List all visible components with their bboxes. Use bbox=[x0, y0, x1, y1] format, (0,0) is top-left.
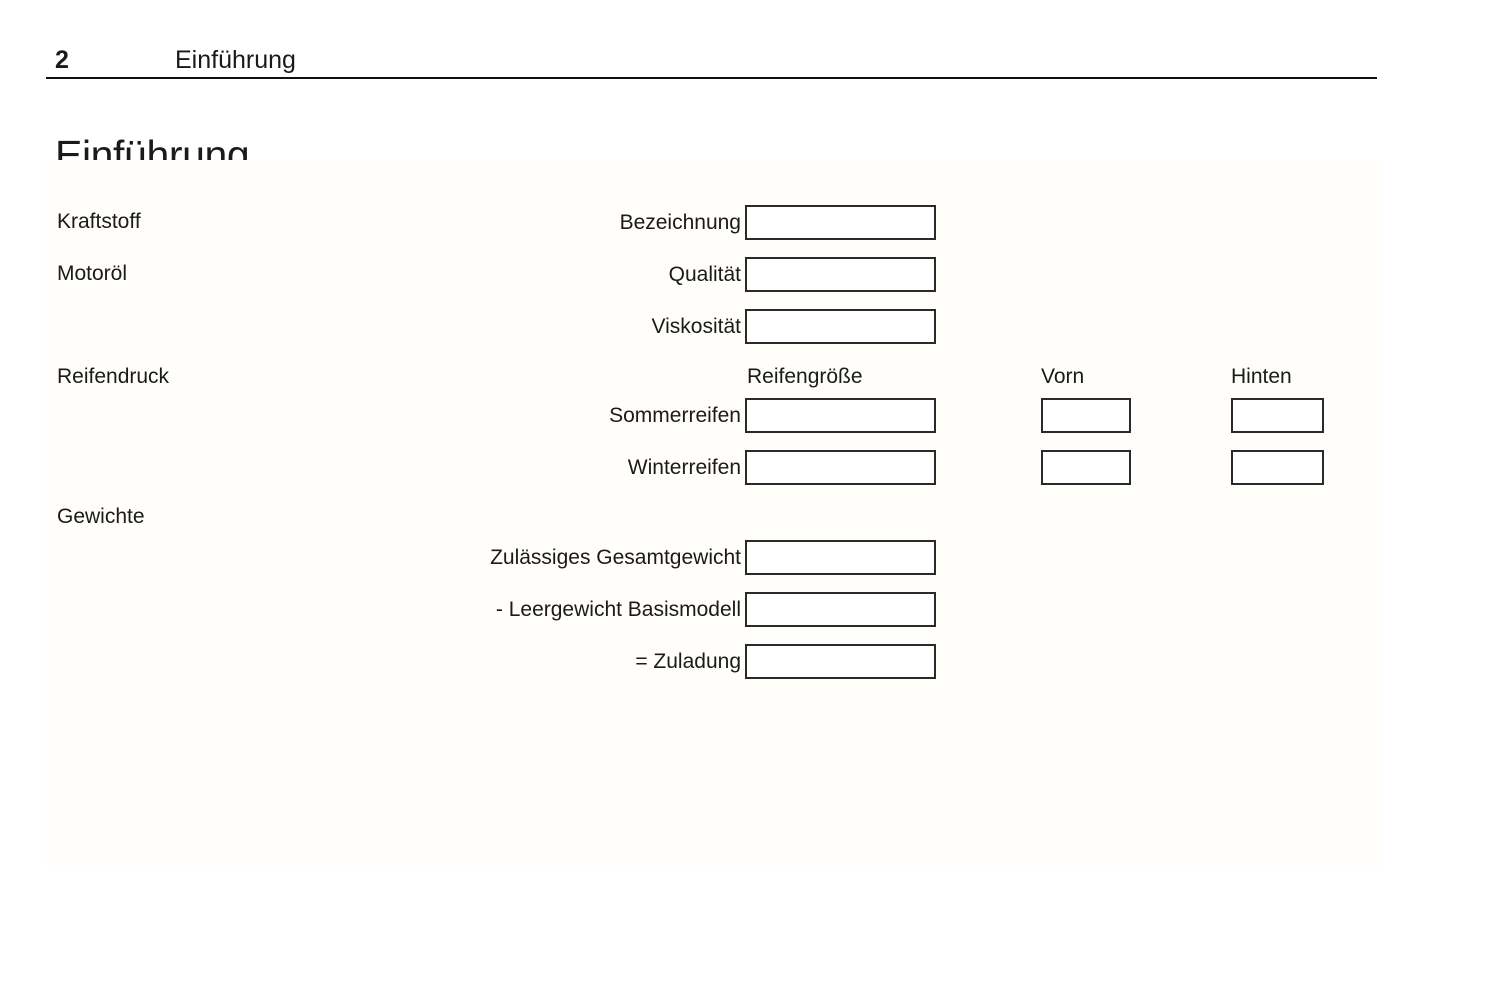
field-input-gesamtgewicht[interactable] bbox=[745, 540, 936, 575]
field-label-gesamtgewicht: Zulässiges Gesamtgewicht bbox=[490, 546, 741, 569]
section-label-reifendruck: Reifendruck bbox=[57, 365, 170, 388]
field-label-leergewicht: - Leergewicht Basismodell bbox=[495, 598, 741, 621]
field-label-sommerreifen: Sommerreifen bbox=[609, 404, 741, 427]
field-row-winterreifen: Winterreifen bbox=[46, 450, 741, 485]
field-row-bezeichnung: Bezeichnung bbox=[46, 205, 741, 240]
column-header-vorn: Vorn bbox=[1041, 365, 1085, 388]
column-header-hinten: Hinten bbox=[1231, 365, 1292, 388]
column-header-reifengroesse: Reifengröße bbox=[747, 365, 863, 388]
field-input-sommerreifen-groesse[interactable] bbox=[745, 398, 936, 433]
field-label-winterreifen: Winterreifen bbox=[627, 456, 741, 479]
field-label-bezeichnung: Bezeichnung bbox=[619, 211, 741, 234]
field-row-sommerreifen: Sommerreifen bbox=[46, 398, 741, 433]
field-input-zuladung[interactable] bbox=[745, 644, 936, 679]
section-label-kraftstoff: Kraftstoff bbox=[57, 210, 141, 233]
field-row-viskositaet: Viskosität bbox=[46, 309, 742, 344]
page-number: 2 bbox=[55, 46, 69, 74]
field-label-viskositaet: Viskosität bbox=[651, 315, 742, 338]
field-row-leergewicht: - Leergewicht Basismodell bbox=[46, 592, 741, 627]
section-label-gewichte: Gewichte bbox=[57, 505, 145, 528]
field-input-sommerreifen-hinten[interactable] bbox=[1231, 398, 1324, 433]
field-row-gesamtgewicht: Zulässiges Gesamtgewicht bbox=[46, 540, 741, 575]
field-input-winterreifen-hinten[interactable] bbox=[1231, 450, 1324, 485]
field-input-qualitaet[interactable] bbox=[745, 257, 936, 292]
field-input-viskositaet[interactable] bbox=[745, 309, 936, 344]
header-divider bbox=[46, 77, 1377, 79]
field-row-zuladung: = Zuladung bbox=[46, 644, 741, 679]
field-row-qualitaet: Qualität bbox=[46, 257, 741, 292]
content-area: Kraftstoff Bezeichnung Motoröl Qualität … bbox=[46, 160, 1382, 868]
field-input-bezeichnung[interactable] bbox=[745, 205, 936, 240]
field-input-sommerreifen-vorn[interactable] bbox=[1041, 398, 1131, 433]
running-header: 2 Einführung bbox=[46, 44, 1377, 80]
section-label-motoroel: Motoröl bbox=[57, 262, 128, 285]
field-input-winterreifen-vorn[interactable] bbox=[1041, 450, 1131, 485]
field-input-leergewicht[interactable] bbox=[745, 592, 936, 627]
field-label-zuladung: = Zuladung bbox=[635, 650, 741, 673]
field-input-winterreifen-groesse[interactable] bbox=[745, 450, 936, 485]
chapter-name: Einführung bbox=[175, 46, 296, 74]
field-label-qualitaet: Qualität bbox=[668, 263, 741, 286]
